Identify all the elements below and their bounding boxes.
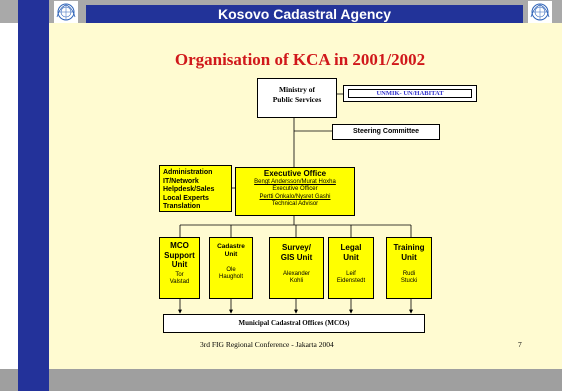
unmik-box: UNMIK- UN/HABITAT (343, 85, 477, 102)
executive-office-box: Executive Office Bengt Andersson/Murat H… (235, 167, 355, 216)
footer-band (0, 369, 562, 391)
unit-box-legal: Legal Unit Leif Eidenstedt (328, 237, 374, 299)
un-emblem-right-icon (528, 1, 552, 23)
unit-name-line: Training (393, 243, 425, 252)
unit-name-line: Unit (171, 260, 188, 269)
steering-committee-box: Steering Committee (332, 124, 440, 140)
agency-name: Kosovo Cadastral Agency (218, 6, 391, 22)
unit-person-line: Haugholt (218, 274, 244, 280)
unit-name-line: Survey/ (282, 243, 311, 252)
support-item: Local Experts (163, 194, 209, 202)
unit-name-line: Unit (343, 252, 359, 262)
ministry-box: Ministry of Public Services (257, 78, 337, 118)
unit-name-line: MCO (170, 241, 189, 250)
unit-person-line: Ole (226, 267, 236, 273)
technical-advisors-names: Pertti Onkalo/Nysret Gashi (259, 193, 331, 200)
unit-person-line: Stucki (400, 278, 418, 284)
header-bar (86, 5, 523, 23)
unit-person-line: Rudi (402, 271, 416, 277)
ministry-line2: Public Services (272, 95, 322, 104)
unit-name-line: Unit (401, 252, 417, 262)
unit-name-line: GIS Unit (280, 252, 313, 262)
technical-advisors-role: Technical Advisor (271, 201, 319, 208)
unit-person-line: Kohli (289, 278, 304, 284)
ministry-line1: Ministry of (278, 85, 316, 94)
unit-box-mco-support: MCO Support Unit Tor Valstad (159, 237, 200, 299)
unit-person-line: Tor (175, 271, 184, 278)
unit-person-line: Valstad (169, 278, 190, 285)
left-accent-bar (18, 0, 49, 391)
unit-box-training: Training Unit Rudi Stucki (386, 237, 432, 299)
page-number: 7 (518, 340, 522, 349)
municipal-offices-box: Municipal Cadastral Offices (MCOs) (163, 314, 425, 333)
unit-person-line: Eidenstedt (336, 278, 366, 284)
slide-title: Organisation of KCA in 2001/2002 (174, 50, 426, 69)
executive-officers-names: Bengt Andersson/Murat Hoxha (254, 179, 336, 185)
executive-officers-role: Executive Officer (272, 186, 318, 193)
un-emblem-left-icon (54, 1, 78, 23)
support-functions-box: Administration IT/Network Helpdesk/Sales… (159, 165, 232, 212)
footer-conference: 3rd FIG Regional Conference - Jakarta 20… (200, 340, 334, 349)
support-item: Administration (163, 169, 213, 176)
executive-office-title: Executive Office (263, 169, 327, 178)
unmik-inner-frame (348, 89, 472, 98)
unit-box-cadastre: Cadastre Unit Ole Haugholt (209, 237, 253, 299)
unmik-label: UNMIK- UN/HABITAT (376, 90, 444, 97)
unit-name-line: Cadastre (217, 243, 245, 250)
unit-name-line: Legal (340, 243, 362, 252)
unit-box-survey-gis: Survey/ GIS Unit Alexander Kohli (269, 237, 324, 299)
unit-name-line: Support (164, 250, 195, 260)
unit-name-line: Unit (224, 251, 238, 258)
unit-person-line: Leif (346, 271, 356, 277)
unit-person-line: Alexander (282, 271, 311, 277)
support-item: Translation (163, 203, 201, 210)
support-item: Helpdesk/Sales (163, 186, 215, 193)
support-item: IT/Network (163, 177, 199, 185)
